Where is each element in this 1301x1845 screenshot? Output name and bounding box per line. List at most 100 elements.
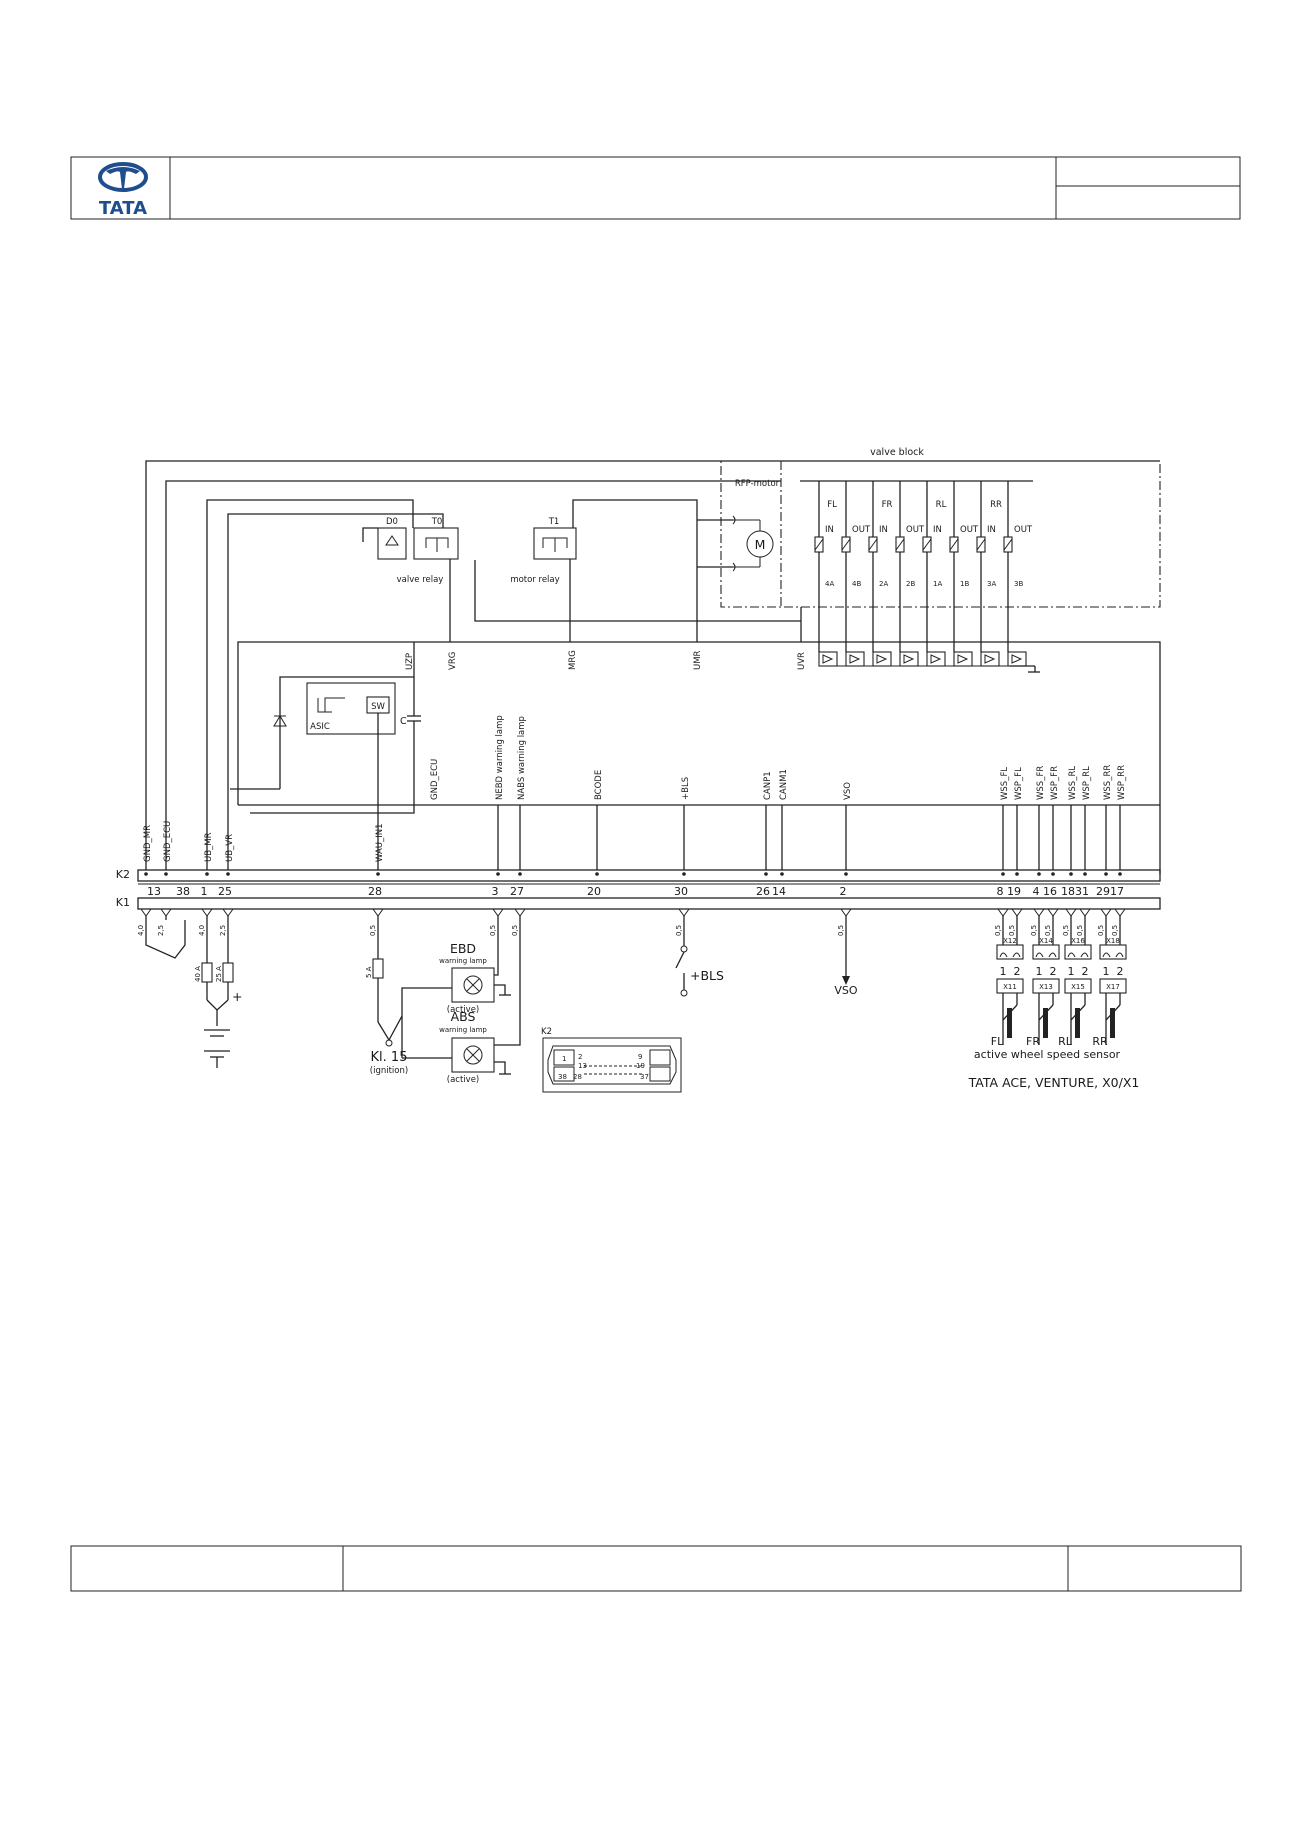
valve-in-label: IN xyxy=(879,525,888,535)
vso-label: VSO xyxy=(834,984,858,997)
ground-and-battery: 40 A 25 A + xyxy=(145,920,242,1068)
wheel-label: FR xyxy=(1026,1035,1040,1048)
valve-out-label: OUT xyxy=(1014,525,1033,535)
sensor-code-top: X12 xyxy=(1003,937,1017,945)
pin-number-label: 29 xyxy=(1096,885,1110,898)
diode-icon xyxy=(385,535,399,546)
sensor-pin-label: 1 xyxy=(1068,965,1075,978)
pin-number-label: 14 xyxy=(772,885,786,898)
valve-group-label: RR xyxy=(990,500,1002,510)
connector-pin-icon xyxy=(140,908,152,917)
pin-number-label: 3 xyxy=(492,885,499,898)
connector-pin-icon xyxy=(678,908,690,917)
pin-number-label: 26 xyxy=(756,885,770,898)
ebd-lamp-state: (active) xyxy=(447,1005,479,1015)
sensor-code-bottom: X15 xyxy=(1071,983,1085,991)
wheel-label: RL xyxy=(1058,1035,1073,1048)
connector-pins: GND_MR134,0GND_ECU382,5UB_MR14,0UB_VR252… xyxy=(137,715,1127,936)
connector-pin-icon xyxy=(1033,908,1045,917)
wire-gauge-label: 0,5 xyxy=(1111,925,1119,936)
ecu-frame: K2 K1 xyxy=(116,641,1161,910)
internal-signal-labels: UZP VRG MRG UMR UVR GND_ECU xyxy=(405,650,807,800)
pin-name-label: NABS warning lamp xyxy=(517,716,527,800)
wire-gauge-label: 0,5 xyxy=(511,925,519,936)
wire-gauge-label: 0,5 xyxy=(994,925,1002,936)
connector-pin-icon xyxy=(222,908,234,917)
asic-label: ASIC xyxy=(310,722,330,732)
signal-gnd-ecu: GND_ECU xyxy=(430,759,440,800)
header-box xyxy=(70,156,1241,220)
pin-number-label: 8 xyxy=(997,885,1004,898)
wire-gauge-label: 0,5 xyxy=(1030,925,1038,936)
valve-driver xyxy=(845,651,865,667)
arrow-down-icon xyxy=(842,976,850,985)
wheel-label: RR xyxy=(1092,1035,1108,1048)
connector-pin-icon xyxy=(840,908,852,917)
connector-k1-label: K1 xyxy=(116,896,130,909)
brake-light-switch: +BLS xyxy=(675,920,724,997)
fuse-5a-icon xyxy=(372,958,384,979)
wheel-speed-sensor-icon xyxy=(1007,1008,1012,1038)
connector-pin-icon xyxy=(372,908,384,917)
connector-pin-icon xyxy=(514,908,526,917)
pin-name-label: CANP1 xyxy=(763,771,773,800)
wire-gauge-label: 0,5 xyxy=(1008,925,1016,936)
ebd-lamp-sub: warning lamp xyxy=(439,957,487,965)
valve-driver-row xyxy=(818,651,1040,673)
sensor-code-top: X18 xyxy=(1106,937,1120,945)
k2-pin-28: 28 xyxy=(573,1073,582,1081)
wire-gauge-label: 4,0 xyxy=(198,925,206,936)
connector-pin-icon xyxy=(1114,908,1126,917)
sensor-connector-top xyxy=(1064,944,1092,960)
ebd-lamp-name: EBD xyxy=(450,941,476,956)
sensor-pin-label: 1 xyxy=(1000,965,1007,978)
switch-icon xyxy=(675,951,685,969)
diode-icon xyxy=(273,715,287,727)
connector-k2-label: K2 xyxy=(116,868,130,881)
connector-pin-icon xyxy=(1079,908,1091,917)
wire-gauge-label: 0,5 xyxy=(489,925,497,936)
pin-number-label: 31 xyxy=(1075,885,1089,898)
sensor-connector-bottom xyxy=(1032,978,1060,994)
valve-relay-label: valve relay xyxy=(397,575,444,585)
pin-number-label: 16 xyxy=(1043,885,1057,898)
tata-logo-emblem-icon xyxy=(98,162,148,192)
valve-port-label: 4B xyxy=(852,580,861,588)
k2-connector-inset: K2 1 2 9 13 19 28 37 38 xyxy=(541,1027,682,1093)
wheel-speed-sensor-icon xyxy=(1110,1008,1115,1038)
wire-gauge-label: 0,5 xyxy=(1044,925,1052,936)
pin-number-label: 27 xyxy=(510,885,524,898)
abs-lamp-sub: warning lamp xyxy=(439,1026,487,1034)
wire-gauge-label: 0,5 xyxy=(1062,925,1070,936)
wire-gauge-label: 0,5 xyxy=(1076,925,1084,936)
sensor-code-top: X14 xyxy=(1039,937,1053,945)
kl15-label: Kl. 15 xyxy=(371,1050,408,1065)
k2-pin-37: 37 xyxy=(640,1073,649,1081)
k2-connector-icon xyxy=(547,1045,677,1085)
wire-gauge-label: 0,5 xyxy=(675,925,683,936)
valve-port-label: 3A xyxy=(987,580,996,588)
driver-triangle-icon xyxy=(822,654,834,664)
valve-port-label: 2B xyxy=(906,580,915,588)
sensor-connector-top xyxy=(1032,944,1060,960)
wire-gauge-label: 0,5 xyxy=(369,925,377,936)
signal-mrg: MRG xyxy=(568,650,578,670)
sensor-connector-bottom xyxy=(1064,978,1092,994)
wire-gauge-label: 4,0 xyxy=(137,925,145,936)
valve-driver xyxy=(872,651,892,667)
driver-triangle-icon xyxy=(903,654,915,664)
signal-uzp: UZP xyxy=(405,653,415,670)
pin-name-label: WSS_FR xyxy=(1036,766,1046,800)
battery-plus-label: + xyxy=(232,989,242,1004)
fuse-40a-icon xyxy=(201,962,213,983)
valve-port-label: 2A xyxy=(879,580,888,588)
sensor-pin-label: 2 xyxy=(1082,965,1089,978)
driver-triangle-icon xyxy=(876,654,888,664)
sensor-connector-top xyxy=(1099,944,1127,960)
wheel-speed-sensor-icon xyxy=(1075,1008,1080,1038)
pin-number-label: 17 xyxy=(1110,885,1124,898)
k2-pin-9: 9 xyxy=(638,1053,642,1061)
pin-name-label: GND_ECU xyxy=(163,821,173,862)
vso-output: VSO xyxy=(834,920,858,997)
